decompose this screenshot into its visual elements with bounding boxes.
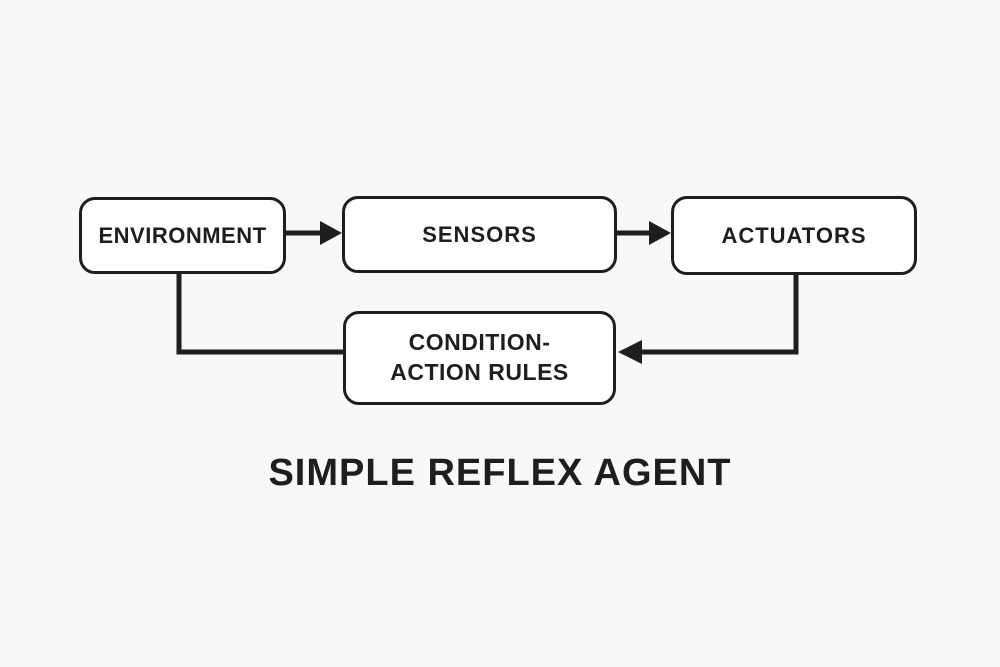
node-actuators-label: ACTUATORS bbox=[721, 222, 867, 248]
diagram-title: SIMPLE REFLEX AGENT bbox=[268, 452, 732, 494]
node-condition-action-rules: CONDITION- ACTION RULES bbox=[343, 311, 616, 405]
edge-actuators-to-condition-action-rules bbox=[618, 272, 799, 364]
node-condition-action-rules-label-line2: ACTION RULES bbox=[390, 359, 569, 385]
node-environment: ENVIRONMENT bbox=[79, 197, 286, 274]
edge-environment-to-sensors bbox=[284, 221, 342, 245]
node-sensors-label: SENSORS bbox=[422, 221, 537, 247]
node-actuators: ACTUATORS bbox=[671, 196, 917, 275]
edge-line bbox=[176, 272, 345, 355]
edge-condition-action-rules-to-environment bbox=[176, 272, 345, 355]
arrowhead-right-icon bbox=[320, 221, 342, 245]
arrowhead-left-icon bbox=[618, 340, 642, 364]
node-environment-label: ENVIRONMENT bbox=[98, 222, 267, 248]
arrowhead-right-icon bbox=[649, 221, 671, 245]
edge-sensors-to-actuators bbox=[616, 221, 671, 245]
node-condition-action-rules-label-line1: CONDITION- bbox=[408, 329, 551, 356]
node-sensors: SENSORS bbox=[342, 196, 617, 273]
edge-line bbox=[640, 272, 799, 355]
